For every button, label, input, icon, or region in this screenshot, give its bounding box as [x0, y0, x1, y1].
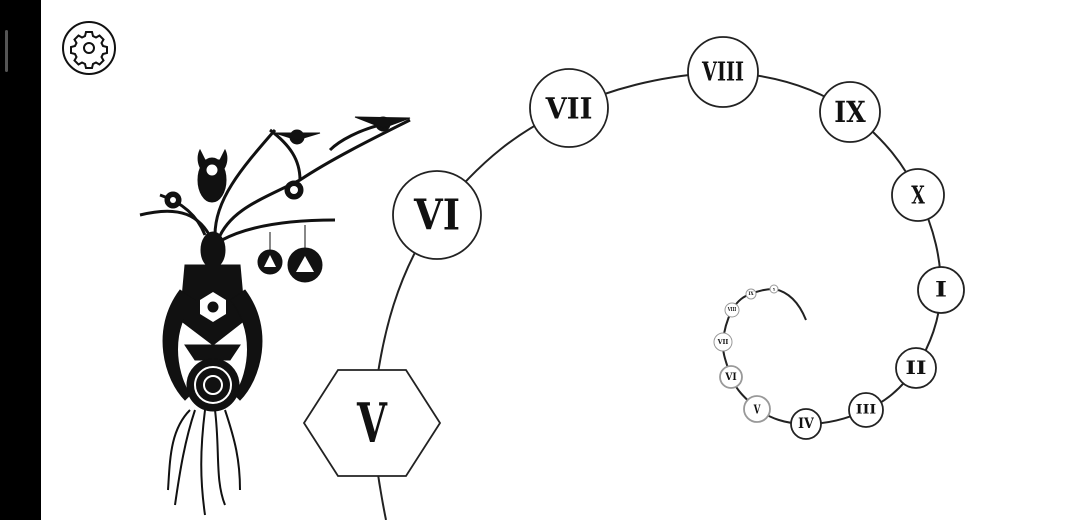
system-sidebar — [0, 0, 41, 520]
level-node-frame — [392, 170, 482, 260]
tree-creature-illustration — [139, 116, 411, 516]
level-node-frame — [529, 68, 609, 148]
level-label: IX — [748, 291, 753, 297]
level-label: V — [753, 402, 761, 417]
level-label: VIII — [727, 307, 737, 313]
level-node[interactable]: IV — [790, 408, 822, 440]
level-node[interactable]: X — [891, 168, 945, 222]
level-label: I — [935, 278, 947, 303]
level-node[interactable]: IX — [745, 288, 757, 300]
level-node[interactable]: X — [769, 284, 779, 294]
level-node[interactable]: IX — [819, 81, 881, 143]
settings-button[interactable] — [61, 20, 117, 76]
level-label: VI — [724, 371, 736, 383]
level-node[interactable]: VI — [719, 365, 743, 389]
level-node[interactable]: VIII — [724, 302, 740, 318]
level-node-frame — [891, 168, 945, 222]
level-node[interactable]: I — [917, 266, 965, 314]
level-node[interactable]: VII — [713, 332, 733, 352]
level-node-frame — [819, 81, 881, 143]
current-level-node[interactable]: V — [302, 369, 442, 477]
level-node-frame — [302, 369, 442, 477]
level-label: V — [356, 391, 387, 455]
level-label: VI — [413, 191, 460, 240]
level-node-frame — [917, 266, 965, 314]
level-node-frame — [745, 288, 757, 300]
sidebar-handle[interactable] — [5, 30, 8, 72]
level-label: X — [911, 181, 925, 210]
level-label: X — [773, 287, 775, 292]
gear-icon — [70, 31, 108, 69]
level-node[interactable]: VIII — [687, 36, 759, 108]
level-label: III — [856, 403, 876, 418]
level-node-frame — [713, 332, 733, 352]
level-node-frame — [687, 36, 759, 108]
level-node-frame — [743, 395, 771, 423]
level-label: VIII — [701, 57, 744, 88]
level-node-frame — [790, 408, 822, 440]
level-node-frame — [724, 302, 740, 318]
level-label: VII — [545, 91, 593, 126]
level-node[interactable]: VI — [392, 170, 482, 260]
level-node-frame — [848, 392, 884, 428]
level-node-frame — [719, 365, 743, 389]
level-node[interactable]: II — [895, 347, 937, 389]
level-node-frame — [895, 347, 937, 389]
level-node[interactable]: III — [848, 392, 884, 428]
level-label: IX — [834, 95, 866, 129]
level-label: VII — [717, 338, 729, 346]
level-node-frame — [769, 284, 779, 294]
level-label: IV — [798, 416, 815, 432]
level-node[interactable]: V — [743, 395, 771, 423]
level-label: II — [906, 357, 927, 379]
level-node[interactable]: VII — [529, 68, 609, 148]
